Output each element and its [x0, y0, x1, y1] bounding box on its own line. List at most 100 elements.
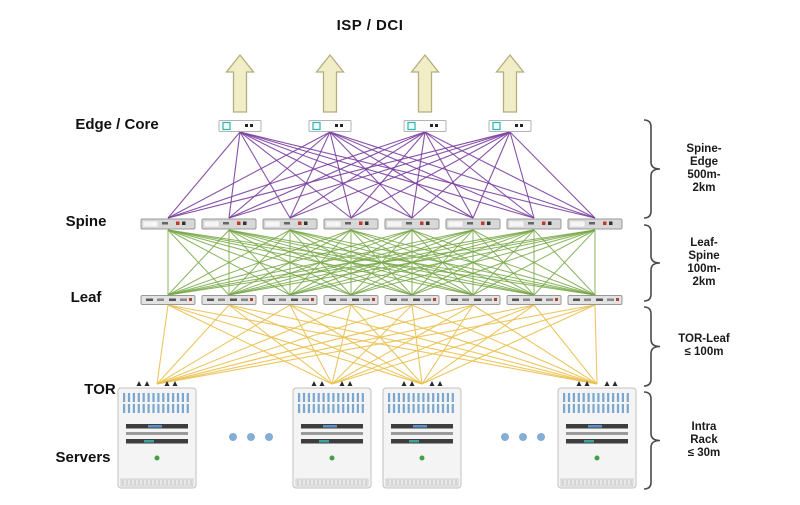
bracket-label-tor-leaf: TOR-Leaf ≤ 100m: [668, 333, 740, 359]
rack-patch-panel: [337, 404, 340, 413]
bracket-label-line: 100m-: [687, 263, 721, 275]
spine-switch-led: [304, 221, 308, 225]
bracket-label-line: Rack: [690, 434, 718, 446]
tor-switch-icon: [164, 381, 170, 386]
rack-patch-panel: [152, 404, 155, 413]
edge-core-device-led: [335, 124, 338, 127]
layer-label-tor: TOR: [84, 381, 116, 398]
rack-patch-panel: [407, 404, 410, 413]
rack-server-bar: [391, 432, 453, 435]
rack-patch-panel: [587, 393, 590, 402]
spine-switch-led: [487, 221, 491, 225]
spine-switch-led: [365, 221, 369, 225]
spine-switch-led: [481, 221, 485, 225]
rack-patch-panel: [397, 404, 400, 413]
ellipsis-dot: [265, 433, 273, 441]
range-bracket: [643, 391, 661, 490]
leaf-switch: [506, 295, 562, 305]
bracket-label-line: Edge: [689, 156, 719, 168]
leaf-switch: [384, 295, 440, 305]
leaf-switch-port: [584, 298, 591, 301]
spine-switch-led: [298, 221, 302, 225]
rack-patch-panel: [142, 404, 145, 413]
leaf-switch-port: [390, 298, 397, 301]
link-leaf-tor: [156, 304, 596, 385]
link-edge-spine: [329, 131, 596, 219]
rack-patch-panel: [577, 393, 580, 402]
tor-switch-icon: [136, 381, 142, 386]
bracket-label-line: 2km: [692, 182, 716, 194]
link-edge-spine: [228, 131, 511, 219]
spine-switch-led: [243, 221, 247, 225]
edge-core-device-led: [340, 124, 343, 127]
leaf-switch-port: [596, 298, 603, 301]
spine-switch-panel: [142, 220, 159, 228]
leaf-switch-port: [169, 298, 176, 301]
leaf-switch-port: [462, 298, 469, 301]
ellipsis-dot: [501, 433, 509, 441]
rack-patch-panel: [307, 404, 310, 413]
rack-patch-panel: [351, 404, 355, 413]
rack-patch-panel: [351, 393, 355, 402]
rack-patch-panel: [451, 404, 454, 413]
layer-label-edge-core: Edge / Core: [75, 116, 159, 133]
rack-patch-panel: [451, 393, 454, 402]
rack-server-bar-accent: [144, 440, 154, 443]
rack-server-bar: [126, 432, 188, 435]
edge-core-device-led: [245, 124, 248, 127]
leaf-switch-port: [180, 298, 187, 301]
link-spine-leaf: [167, 229, 596, 296]
link-leaf-tor: [156, 304, 413, 385]
uplink-arrow: [225, 53, 255, 113]
edge-core-device-led: [520, 124, 523, 127]
spine-switch-port: [162, 222, 168, 225]
link-leaf-tor: [411, 304, 423, 385]
rack-patch-panel: [337, 393, 340, 402]
rack-patch-panel: [392, 404, 396, 413]
link-edge-spine: [289, 131, 511, 219]
link-edge-spine: [509, 131, 596, 219]
tor-switch-icon: [604, 381, 610, 386]
rack-base: [385, 478, 459, 487]
rack-patch-panel: [572, 393, 575, 402]
rack-patch-panel: [147, 393, 150, 402]
link-spine-leaf: [167, 229, 230, 296]
link-leaf-tor: [411, 304, 598, 385]
link-edge-spine: [239, 131, 535, 219]
leaf-switch-port: [302, 298, 309, 301]
link-spine-leaf: [533, 229, 596, 296]
leaf-switch-led: [616, 298, 619, 301]
rack-patch-panel: [317, 393, 320, 402]
rack-patch-panel: [607, 393, 610, 402]
tor-switch-icon: [584, 381, 590, 386]
bracket-label-spine-edge: Spine- Edge 500m- 2km: [668, 143, 740, 195]
rack-patch-panel: [612, 404, 615, 413]
rack-patch-panel: [302, 393, 306, 402]
rack-patch-panel: [356, 393, 359, 402]
rack-patch-panel: [312, 404, 315, 413]
rack-patch-panel: [123, 404, 126, 413]
spine-switch-led: [609, 221, 613, 225]
link-leaf-tor: [167, 304, 423, 385]
leaf-switch-led: [433, 298, 436, 301]
rack-patch-panel: [567, 393, 571, 402]
leaf-switch: [262, 295, 318, 305]
rack-patch-panel: [361, 404, 364, 413]
edge-core-device-port: [407, 121, 416, 131]
link-leaf-tor: [228, 304, 423, 385]
rack-patch-panel: [127, 393, 131, 402]
rack-patch-panel: [397, 393, 400, 402]
leaf-switch-port: [523, 298, 530, 301]
layer-label-leaf: Leaf: [70, 289, 102, 306]
link-leaf-tor: [289, 304, 333, 385]
leaf-switch: [567, 295, 623, 305]
rack-patch-panel: [298, 404, 301, 413]
rack-patch-panel: [356, 404, 359, 413]
link-leaf-tor: [156, 304, 474, 385]
link-leaf-tor: [331, 304, 413, 385]
rack-patch-panel: [132, 404, 135, 413]
rack-patch-panel: [567, 404, 571, 413]
edge-core-device-led: [250, 124, 253, 127]
spine-switch-port: [406, 222, 412, 225]
